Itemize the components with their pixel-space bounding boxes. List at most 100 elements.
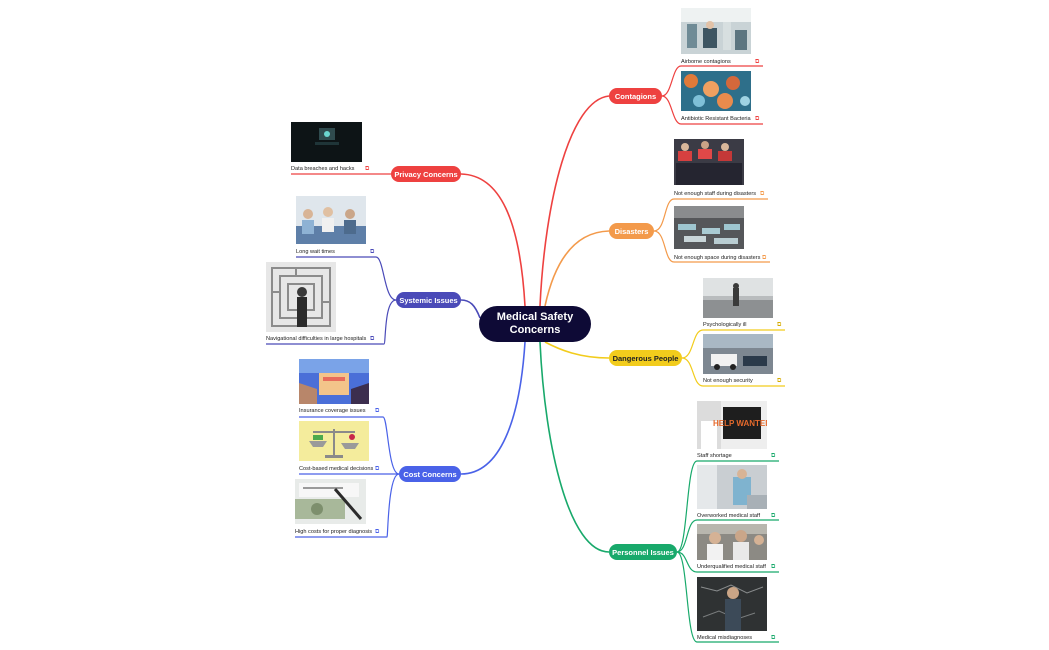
leaf-label: Not enough space during disasters (674, 255, 761, 261)
external-link-icon[interactable]: ⧉ (771, 564, 776, 570)
leaf-label: Data breaches and hacks (291, 166, 355, 172)
connector-line (676, 519, 779, 553)
branch-dangerous-people[interactable]: Dangerous People (609, 350, 682, 366)
external-link-icon[interactable]: ⧉ (760, 191, 765, 197)
leaf-label: High costs for proper diagnosis (295, 529, 373, 535)
leaf-high-costs-proper-diagnosis[interactable]: High costs for proper diagnosis ⧉ (295, 479, 387, 537)
branch-disasters[interactable]: Disasters (609, 223, 654, 239)
connector-line (539, 95, 610, 307)
connector-line (676, 460, 779, 553)
branch-label: Privacy Concerns (394, 169, 458, 179)
help-wanted-sign-text: HELP WANTED (713, 419, 767, 428)
branch-label: Cost Concerns (403, 469, 457, 479)
leaf-medical-misdiagnoses[interactable]: Medical misdiagnoses ⧉ (697, 577, 779, 643)
connector-line (661, 65, 763, 97)
external-link-icon[interactable]: ⧉ (375, 408, 380, 414)
external-link-icon[interactable]: ⧉ (771, 453, 776, 459)
external-link-icon[interactable]: ⧉ (755, 116, 760, 122)
leaf-label: Not enough security (703, 378, 753, 384)
leaf-not-enough-security[interactable]: Not enough security ⧉ (703, 334, 785, 388)
external-link-icon[interactable]: ⧉ (777, 322, 782, 328)
leaf-image (296, 196, 366, 244)
branch-label: Disasters (614, 226, 649, 236)
leaf-image (697, 524, 767, 560)
connector-line (661, 95, 763, 125)
branch-systemic-issues[interactable]: Systemic Issues (396, 292, 461, 308)
leaf-cost-based-medical-decisions[interactable]: Cost-based medical decisions ⧉ (299, 421, 383, 475)
branch-contagions[interactable]: Contagions (609, 88, 662, 104)
external-link-icon[interactable]: ⧉ (375, 466, 380, 472)
leaf-image: HELP WANTED (697, 401, 767, 449)
connector-line (544, 230, 610, 307)
branch-label: Personnel Issues (612, 547, 674, 557)
leaf-psychologically-ill[interactable]: Psychologically ill ⧉ (703, 278, 785, 330)
leaf-image (266, 262, 336, 332)
external-link-icon[interactable]: ⧉ (370, 249, 375, 255)
connector-line (653, 198, 768, 232)
external-link-icon[interactable]: ⧉ (755, 59, 760, 65)
external-link-icon[interactable]: ⧉ (777, 378, 782, 384)
leaf-image (299, 359, 369, 404)
external-link-icon[interactable]: ⧉ (375, 529, 380, 535)
leaf-overworked-medical-staff[interactable]: Overworked medical staff ⧉ (697, 465, 779, 523)
leaf-image (681, 8, 751, 54)
leaf-image (674, 139, 744, 185)
branch-privacy-concerns[interactable]: Privacy Concerns (391, 166, 461, 182)
connector-line (676, 551, 779, 573)
leaf-data-breaches-and-hacks[interactable]: Data breaches and hacks ⧉ (291, 122, 373, 176)
connector-line (295, 473, 400, 538)
branch-personnel-issues[interactable]: Personnel Issues (609, 544, 677, 560)
leaf-label: Underqualified medical staff (697, 564, 766, 570)
connector-line (460, 173, 526, 307)
external-link-icon[interactable]: ⧉ (771, 635, 776, 641)
leaf-insurance-coverage-issues[interactable]: Insurance coverage issues ⧉ (299, 359, 383, 417)
leaf-label: Navigational difficulties in large hospi… (266, 336, 367, 342)
branch-label: Systemic Issues (399, 295, 458, 305)
leaf-not-enough-staff-disasters[interactable]: Not enough staff during disasters ⧉ (674, 139, 768, 199)
connector-line (296, 256, 397, 301)
branch-cost-concerns[interactable]: Cost Concerns (399, 466, 461, 482)
leaf-staff-shortage[interactable]: HELP WANTED Staff shortage ⧉ (697, 401, 779, 461)
leaf-label: Not enough staff during disasters (674, 191, 756, 197)
leaf-antibiotic-resistant-bacteria[interactable]: Antibiotic Resistant Bacteria ⧉ (681, 71, 763, 126)
connector-line (681, 357, 785, 387)
leaf-label: Staff shortage (697, 453, 732, 459)
leaf-image (681, 71, 751, 111)
leaf-label: Insurance coverage issues (299, 408, 366, 414)
leaf-not-enough-space-disasters[interactable]: Not enough space during disasters ⧉ (674, 206, 770, 262)
connector-line (539, 341, 610, 553)
leaf-image (697, 465, 767, 509)
leaf-navigational-difficulties[interactable]: Navigational difficulties in large hospi… (266, 262, 384, 344)
leaf-image (674, 206, 744, 249)
central-topic[interactable]: Medical Safety Concerns (479, 306, 591, 342)
connector-line (681, 329, 785, 359)
leaf-label: Airborne contagions (681, 59, 731, 65)
leaf-image (291, 122, 362, 162)
connector-line (299, 416, 400, 475)
leaf-image (703, 334, 773, 374)
external-link-icon[interactable]: ⧉ (365, 166, 370, 172)
leaf-label: Antibiotic Resistant Bacteria (681, 116, 751, 122)
external-link-icon[interactable]: ⧉ (762, 255, 767, 261)
connector-line (460, 299, 481, 319)
central-topic-label: Medical Safety Concerns (496, 311, 574, 336)
leaf-label: Psychologically ill (703, 322, 747, 328)
leaf-image (697, 577, 767, 631)
leaf-image (295, 479, 366, 524)
external-link-icon[interactable]: ⧉ (771, 513, 776, 519)
leaf-image (299, 421, 369, 461)
leaf-underqualified-medical-staff[interactable]: Underqualified medical staff ⧉ (697, 524, 779, 572)
branch-label: Dangerous People (612, 353, 679, 363)
leaf-label: Medical misdiagnoses (697, 635, 753, 641)
leaf-airborne-contagions[interactable]: Airborne contagions ⧉ (681, 8, 763, 68)
leaf-label: Cost-based medical decisions (299, 466, 374, 472)
connector-line (460, 341, 526, 475)
connector-line (676, 551, 779, 643)
leaf-long-wait-times[interactable]: Long wait times ⧉ (296, 196, 378, 256)
connector-line (653, 230, 770, 263)
leaf-image (703, 278, 773, 318)
external-link-icon[interactable]: ⧉ (370, 336, 375, 342)
leaf-label: Long wait times (296, 249, 335, 255)
